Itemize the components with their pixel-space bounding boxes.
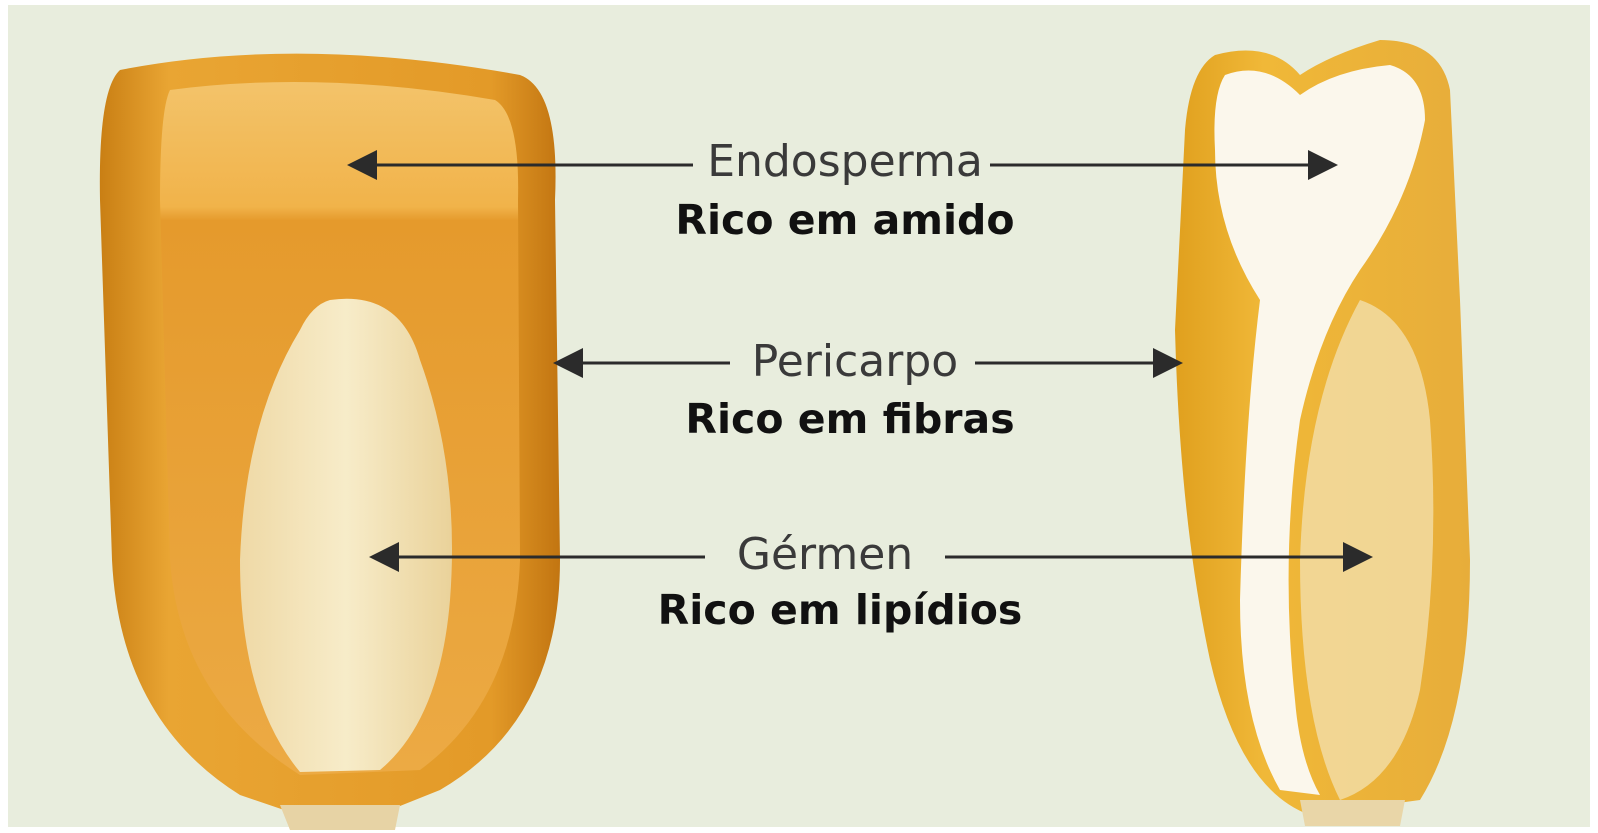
right-kernel — [1175, 40, 1470, 826]
desc-pericarp: Rico em fibras — [665, 399, 1035, 440]
label-endosperm: Endosperma — [700, 140, 990, 184]
desc-germ: Rico em lipídios — [640, 590, 1040, 631]
left-kernel — [100, 54, 560, 830]
left-kernel-stem — [280, 805, 400, 830]
desc-endosperm: Rico em amido — [660, 200, 1030, 241]
label-germ: Gérmen — [710, 533, 940, 577]
label-pericarp: Pericarpo — [735, 340, 975, 384]
right-kernel-base — [1300, 800, 1405, 826]
